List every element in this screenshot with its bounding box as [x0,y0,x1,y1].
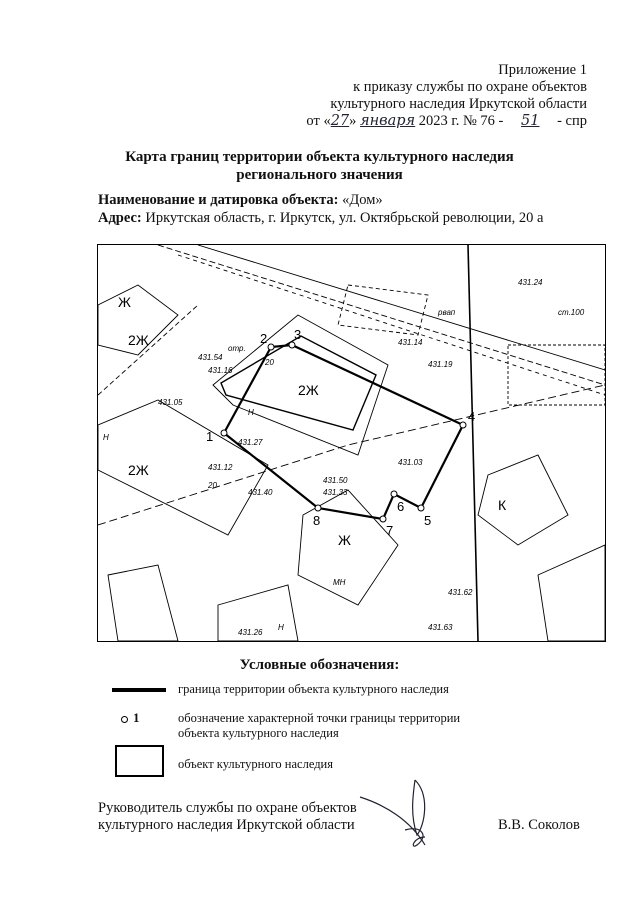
text: объекта культурного наследия [178,726,339,740]
text: - спр [557,113,587,129]
title-line: Карта границ территории объекта культурн… [125,149,514,165]
elevation: 431.33 [323,488,348,497]
title-line: регионального значения [236,167,403,183]
map-label: рвап [437,308,456,317]
map-label: МН [333,578,346,587]
text: обозначение характерной точки границы те… [178,711,461,725]
elevation: 431.12 [208,463,233,472]
label: Наименование и датировка объекта: [98,192,339,208]
elevation: 431.54 [198,353,223,362]
handwritten-month: января [360,113,416,129]
elevation: 431.03 [398,458,423,467]
signatory-position: Руководитель службы по охране объектов к… [98,800,357,834]
order-line: к приказу службы по охране объектов [353,79,587,95]
map-label: 2Ж [128,332,149,348]
legend-title: Условные обозначения: [239,657,400,673]
point-label: 3 [294,327,301,342]
map-label: 20 [207,481,217,490]
text: культурного наследия Иркутской области [98,817,355,833]
legend-boundary-text: граница территории объекта культурного н… [178,682,449,696]
signatory-name: В.В. Соколов [498,817,580,833]
point-label: 8 [313,513,320,528]
map-label: ст.100 [558,308,585,317]
legend-boundary-line [112,688,166,692]
label: Адрес: [98,210,142,226]
object-address: Адрес: Иркутская область, г. Иркутск, ул… [98,210,543,227]
map-label: Н [278,623,284,632]
map-label: 2Ж [128,462,149,478]
order-date: от «27» января 2023 г. № 76 - 51 - спр [306,113,587,130]
legend-object-box [115,745,164,777]
elevation: 431.16 [208,366,233,375]
heritage-object [220,335,377,431]
map-label: Ж [338,532,351,548]
map-label: отр. [228,344,246,353]
elevation: 431.05 [158,398,183,407]
map-label: К [498,497,507,513]
appendix-label: Приложение 1 [498,62,587,78]
elevation: 431.40 [248,488,273,497]
elevation: 431.14 [398,338,423,347]
elevation: 431.62 [448,588,473,597]
point-label: 5 [424,513,431,528]
elevation: 431.50 [323,476,348,485]
order-line: культурного наследия Иркутской области [330,96,587,112]
map-label: 2Ж [298,382,319,398]
elevation: 431.26 [238,628,263,637]
cadastral-map: 1 2 3 4 5 6 7 8 2Ж 2Ж Ж 2Ж Ж К 20 20 МН … [97,244,606,642]
elevation: 431.19 [428,360,453,369]
map-label: Н [248,408,254,417]
object-name: Наименование и датировка объекта: «Дом» [98,192,383,209]
map-label: Н [103,433,109,442]
point-label: 2 [260,331,267,346]
handwritten-signature [359,779,426,847]
text: от « [306,113,331,129]
elevation: 431.27 [238,438,263,447]
text: 1 [133,710,140,725]
elevation: 431.24 [518,278,543,287]
value: Иркутская область, г. Иркутск, ул. Октяб… [145,210,544,226]
text: Руководитель службы по охране объектов [98,800,357,816]
map-label: Ж [118,294,131,310]
text: 2023 г. № 76 - [418,113,504,129]
point-label: 6 [397,499,404,514]
elevation: 431.63 [428,623,453,632]
text: » [349,113,357,129]
point-circle-icon [121,715,128,723]
point-label: 7 [386,523,393,538]
handwritten-day: 27 [330,113,350,129]
value: «Дом» [342,192,383,208]
point-label: 1 [206,429,213,444]
legend-object-text: объект культурного наследия [178,757,333,771]
legend-point-symbol: 1 [121,710,140,726]
map-label: 20 [264,358,274,367]
handwritten-number: 51 [521,113,540,129]
legend-point-text: обозначение характерной точки границы те… [178,711,460,741]
building-main-outline [212,314,389,456]
point-label: 4 [468,409,475,424]
page-title: Карта границ территории объекта культурн… [0,148,639,184]
